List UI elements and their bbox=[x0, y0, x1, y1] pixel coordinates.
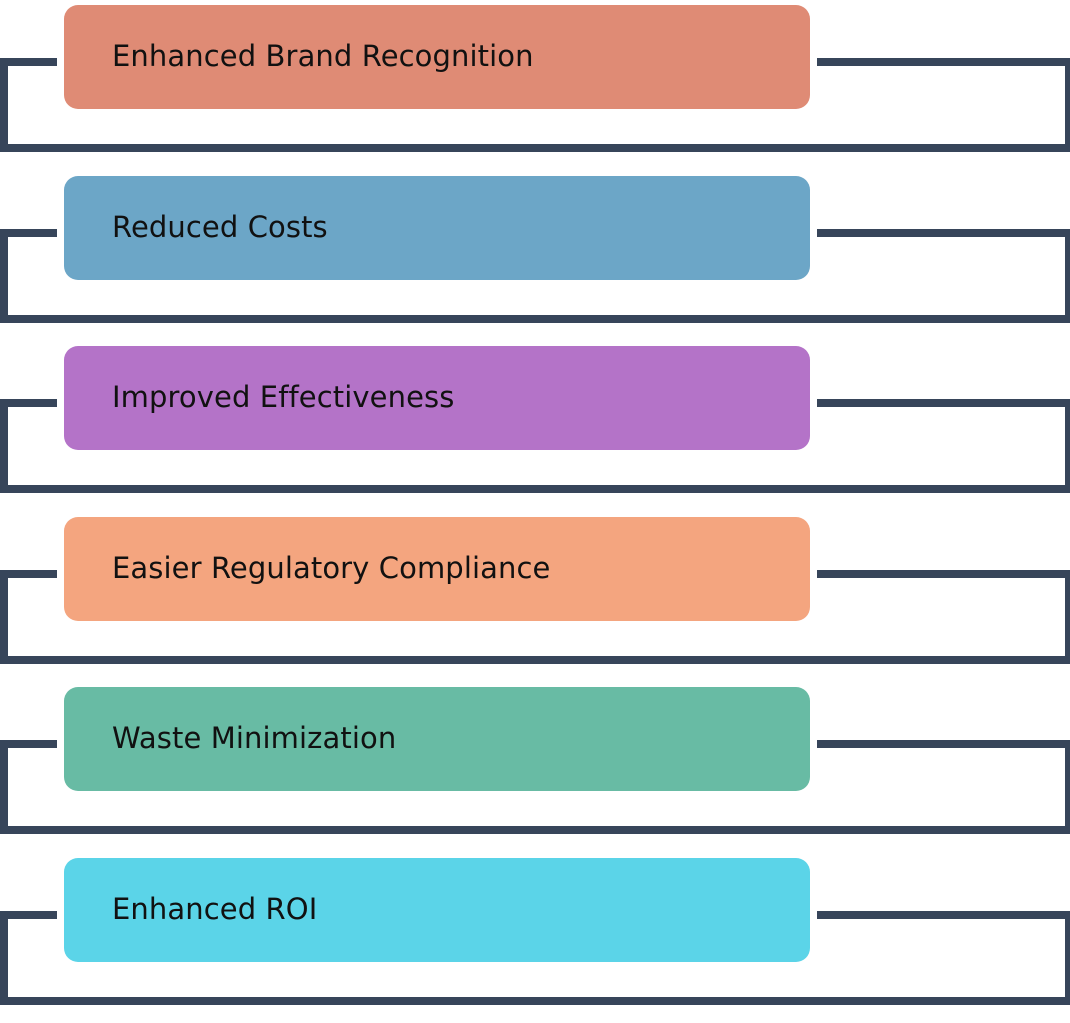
benefit-pill[interactable]: Reduced Costs bbox=[64, 176, 810, 280]
benefit-pill[interactable]: Waste Minimization bbox=[64, 687, 810, 791]
diagram-row: Easier Regulatory Compliance bbox=[0, 512, 1070, 683]
diagram-row: Enhanced Brand Recognition bbox=[0, 0, 1070, 171]
benefit-pill[interactable]: Enhanced ROI bbox=[64, 858, 810, 962]
benefit-pill[interactable]: Easier Regulatory Compliance bbox=[64, 517, 810, 621]
benefit-label: Enhanced ROI bbox=[64, 894, 337, 926]
diagram-row: Enhanced ROI bbox=[0, 853, 1070, 1023]
benefit-label: Improved Effectiveness bbox=[64, 382, 474, 414]
benefit-label: Easier Regulatory Compliance bbox=[64, 553, 570, 585]
diagram-row: Reduced Costs bbox=[0, 171, 1070, 342]
benefit-label: Reduced Costs bbox=[64, 212, 348, 244]
benefit-label: Enhanced Brand Recognition bbox=[64, 41, 554, 73]
benefit-label: Waste Minimization bbox=[64, 723, 416, 755]
benefit-pill[interactable]: Enhanced Brand Recognition bbox=[64, 5, 810, 109]
diagram-row: Improved Effectiveness bbox=[0, 341, 1070, 512]
benefit-pill[interactable]: Improved Effectiveness bbox=[64, 346, 810, 450]
diagram-row: Waste Minimization bbox=[0, 682, 1070, 853]
